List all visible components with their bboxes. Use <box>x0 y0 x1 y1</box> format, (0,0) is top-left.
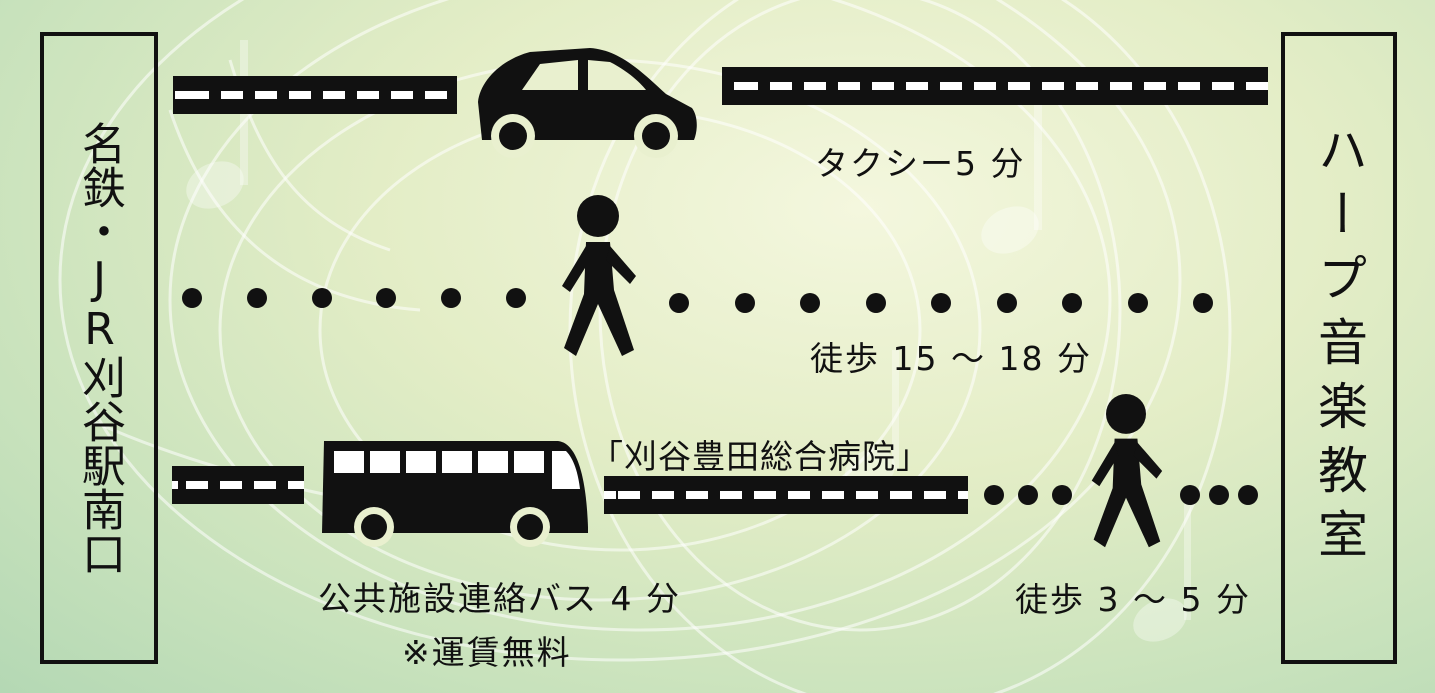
path-dot <box>441 288 462 308</box>
bus-stop-label: 「刈谷豊田総合病院」 <box>590 437 930 476</box>
path-dot <box>311 288 332 308</box>
walking-person-icon <box>1091 393 1163 548</box>
taxi-road-right <box>722 67 1268 105</box>
path-dot <box>246 288 267 308</box>
path-dot <box>865 293 886 313</box>
bus-road-left <box>172 466 304 504</box>
path-dot <box>1209 485 1229 505</box>
walk-path-right <box>669 293 1213 315</box>
walk-time-label: 徒歩 15 〜 18 分 <box>810 339 1092 378</box>
path-dot <box>1180 485 1200 505</box>
bus-walk-path-left <box>984 485 1072 507</box>
path-dot <box>1018 485 1038 505</box>
path-dot <box>984 485 1004 505</box>
bus-icon <box>322 441 588 547</box>
path-dot <box>800 293 820 313</box>
path-dot <box>669 293 689 313</box>
destination-name: ハープ音楽教室 <box>1310 124 1368 572</box>
path-dot <box>505 288 526 308</box>
path-dot <box>376 288 397 308</box>
walking-person-icon <box>562 195 636 356</box>
bus-time-label: 公共施設連絡バス 4 分 <box>318 579 681 618</box>
bus-walk-path-right <box>1180 485 1258 507</box>
origin-station-box: 名鉄・JR刈谷駅南口 <box>40 32 158 664</box>
path-dot <box>1062 293 1082 313</box>
path-dot <box>182 288 202 308</box>
origin-station-name: 名鉄・JR刈谷駅南口 <box>74 121 125 575</box>
walk-path-left <box>182 288 526 310</box>
destination-box: ハープ音楽教室 <box>1281 32 1397 664</box>
taxi-time-label: タクシー5 分 <box>815 144 1026 183</box>
path-dot <box>1052 485 1072 505</box>
bus-walk-time-label: 徒歩 3 〜 5 分 <box>1015 580 1251 619</box>
car-icon <box>478 48 697 158</box>
path-dot <box>734 293 755 313</box>
path-dot <box>931 293 951 313</box>
path-dot <box>1193 293 1213 313</box>
bus-fare-note: ※運賃無料 <box>402 633 572 672</box>
taxi-road-left <box>173 76 457 114</box>
bus-road-right <box>604 476 968 514</box>
path-dot <box>1127 293 1148 313</box>
path-dot <box>996 293 1017 313</box>
path-dot <box>1238 485 1258 505</box>
